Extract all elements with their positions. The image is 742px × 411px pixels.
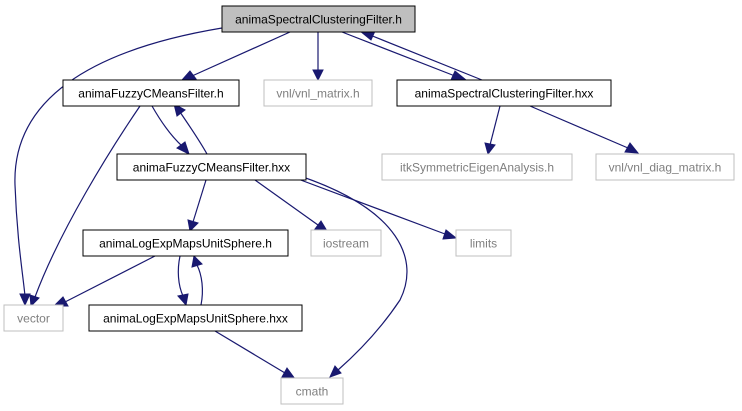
node-box xyxy=(62,79,240,107)
node-box xyxy=(263,79,373,107)
edge-fuzzy-hxx-to-logexp-h xyxy=(192,179,207,223)
node-vnl-diag-matrix-h: vnl/vnl_diag_matrix.h xyxy=(595,153,735,181)
edge-spectral-hxx-to-itk-eigen xyxy=(489,105,501,146)
node-box xyxy=(455,229,512,257)
edge-arrowhead xyxy=(19,293,31,307)
edge-spectral-h-to-spectral-hxx xyxy=(341,31,456,77)
edge-arrowhead xyxy=(29,294,40,308)
node-spectral-clustering-filter-h[interactable]: animaSpectralClusteringFilter.h xyxy=(221,5,416,33)
edge-fuzzy-hxx-to-limits xyxy=(289,175,446,235)
edges xyxy=(14,27,640,380)
edge-spectral-hxx-to-vnl-diag xyxy=(529,105,629,149)
node-box xyxy=(310,229,382,257)
node-log-exp-maps-unit-sphere-h[interactable]: animaLogExpMapsUnitSphere.h xyxy=(82,229,289,257)
edge-arrowhead xyxy=(177,293,189,307)
node-label: vnl/vnl_diag_matrix.h xyxy=(609,161,722,175)
node-label: animaFuzzyCMeansFilter.h xyxy=(78,87,223,101)
edge-logexp-hxx-to-cmath xyxy=(214,330,286,374)
edge-arrowhead xyxy=(187,219,199,233)
edge-arrowhead xyxy=(281,367,297,380)
node-box xyxy=(381,153,573,181)
edge-arrowhead xyxy=(624,142,640,154)
node-log-exp-maps-unit-sphere-hxx[interactable]: animaLogExpMapsUnitSphere.hxx xyxy=(88,304,303,332)
node-spectral-clustering-filter-hxx[interactable]: animaSpectralClusteringFilter.hxx xyxy=(396,79,612,107)
edge-spectral-h-to-vector xyxy=(14,27,223,297)
node-label: cmath xyxy=(296,385,329,399)
edge-logexp-h-to-logexp-hxx xyxy=(177,255,184,297)
node-fuzzy-cmeans-filter-hxx[interactable]: animaFuzzyCMeansFilter.hxx xyxy=(116,153,307,181)
node-cmath: cmath xyxy=(280,377,344,405)
node-label: animaLogExpMapsUnitSphere.hxx xyxy=(103,312,288,326)
node-itk-symmetric-eigen-analysis-h: itkSymmetricEigenAnalysis.h xyxy=(381,153,573,181)
node-box xyxy=(88,304,303,332)
node-vector: vector xyxy=(3,304,64,332)
edge-arrowhead xyxy=(312,69,324,82)
node-box xyxy=(116,153,307,181)
node-label: itkSymmetricEigenAnalysis.h xyxy=(400,161,554,175)
edge-arrowhead xyxy=(173,103,186,117)
node-iostream: iostream xyxy=(310,229,382,257)
edge-fuzzy-h-to-vector xyxy=(34,105,141,298)
node-label: animaSpectralClusteringFilter.h xyxy=(235,13,402,27)
edge-arrowhead xyxy=(180,70,197,81)
node-box xyxy=(221,5,416,33)
node-label: vector xyxy=(17,312,50,326)
node-fuzzy-cmeans-filter-h[interactable]: animaFuzzyCMeansFilter.h xyxy=(62,79,240,107)
edge-fuzzy-hxx-to-iostream xyxy=(254,179,319,226)
node-label: animaFuzzyCMeansFilter.hxx xyxy=(133,161,290,175)
node-box xyxy=(396,79,612,107)
node-box xyxy=(3,304,64,332)
node-box xyxy=(595,153,735,181)
node-label: animaLogExpMapsUnitSphere.h xyxy=(99,237,272,251)
edge-arrowhead xyxy=(329,365,342,378)
node-box xyxy=(280,377,344,405)
node-label: limits xyxy=(470,237,497,251)
node-vnl-matrix-h: vnl/vnl_matrix.h xyxy=(263,79,373,107)
edge-arrowhead xyxy=(484,142,496,156)
edge-logexp-h-to-vector xyxy=(64,255,156,303)
node-box xyxy=(82,229,289,257)
node-limits: limits xyxy=(455,229,512,257)
edge-logexp-hxx-to-logexp-h xyxy=(196,264,203,306)
edge-spectral-hxx-to-spectral-h xyxy=(369,34,483,81)
edge-fuzzy-h-to-fuzzy-hxx xyxy=(151,105,183,147)
edge-arrowhead xyxy=(176,141,190,155)
edge-spectral-h-to-fuzzy-h xyxy=(191,31,291,77)
node-label: iostream xyxy=(323,237,369,251)
edge-arrowhead xyxy=(442,229,458,240)
edge-fuzzy-hxx-to-fuzzy-h xyxy=(179,111,208,155)
edge-fuzzy-hxx-to-cmath xyxy=(299,175,408,371)
node-label: animaSpectralClusteringFilter.hxx xyxy=(415,87,594,101)
node-label: vnl/vnl_matrix.h xyxy=(276,87,359,101)
edge-arrowhead xyxy=(191,254,203,268)
